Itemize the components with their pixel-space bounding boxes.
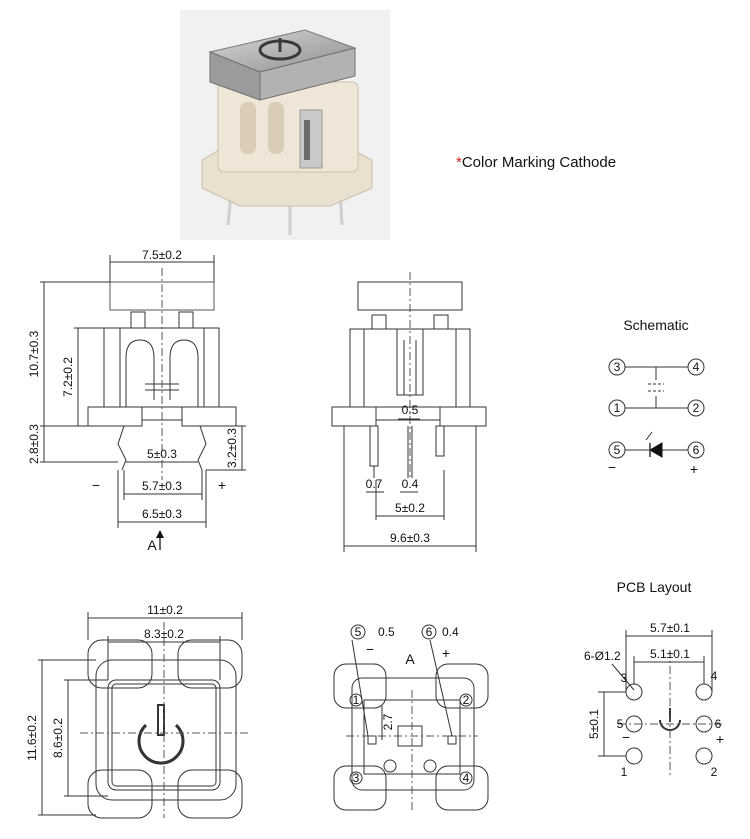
schematic-pin-1: 1 [614, 401, 621, 415]
side-depth-dim: 9.6±0.3 [390, 531, 430, 545]
front-pin-right-dim: 3.2±0.3 [225, 428, 239, 468]
schematic-title: Schematic [623, 317, 688, 333]
bottom-depth-dim: 2.7 [381, 713, 395, 730]
top-width-dim: 11±0.2 [147, 603, 183, 617]
front-body-height-dim: 7.2±0.2 [61, 357, 75, 397]
switch-photo-illustration [201, 29, 373, 235]
bottom-view [333, 639, 489, 812]
bottom-view-arrow-label: A [405, 651, 415, 667]
front-plus-sign: + [218, 477, 226, 493]
color-marking-caption: *Color Marking Cathode [456, 154, 616, 171]
pcb-plus-sign: + [716, 731, 724, 747]
pcb-pin-6: 6 [715, 717, 722, 731]
pcb-layout-title: PCB Layout [617, 579, 692, 595]
top-height-dim: 11.6±0.2 [25, 715, 39, 761]
bottom-pin-3: 3 [353, 771, 360, 785]
side-pin-a-dim: 0.7 [366, 477, 383, 491]
bottom-val-6: 0.4 [442, 625, 459, 639]
schematic-pin-5: 5 [614, 443, 621, 457]
front-pin-left-dim: 2.8±0.3 [27, 424, 41, 464]
schematic-minus-sign: − [608, 459, 616, 475]
top-view [38, 612, 250, 819]
pcb-holes-dim: 6-Ø1.2 [584, 649, 621, 663]
side-pitch-dim: 5±0.2 [395, 501, 425, 515]
bottom-pin-6-label: 6 [426, 625, 433, 639]
pcb-layout [598, 630, 722, 775]
schematic-plus-sign: + [690, 461, 698, 477]
front-pitch-inner-dim: 5±0.3 [147, 447, 177, 461]
pcb-pin-3: 3 [621, 671, 628, 685]
front-width-dim: 7.5±0.2 [142, 248, 182, 262]
caption-text: Color Marking Cathode [461, 154, 617, 171]
pcb-pin-1: 1 [621, 765, 628, 779]
product-photo [180, 10, 390, 240]
top-inner-width-dim: 8.3±0.2 [144, 627, 184, 641]
top-inner-height-dim: 8.6±0.2 [51, 718, 65, 758]
side-pin-b-dim: 0.4 [402, 477, 419, 491]
pcb-pin-5: 5 [617, 717, 624, 731]
schematic-pin-4: 4 [693, 360, 700, 374]
bottom-pin-1: 1 [353, 693, 360, 707]
caption-star: * [456, 154, 462, 171]
pcb-pin-2: 2 [711, 765, 718, 779]
side-gap-dim: 0.5 [402, 403, 419, 417]
schematic-pin-2: 2 [693, 401, 700, 415]
bottom-plus-sign: + [442, 645, 450, 661]
pcb-outer-pitch-dim: 5.7±0.1 [650, 621, 690, 635]
pcb-inner-pitch-dim: 5.1±0.1 [650, 647, 690, 661]
front-height-dim: 10.7±0.3 [27, 330, 41, 377]
bottom-pin-5-label: 5 [355, 625, 362, 639]
front-view-arrow-label: A [147, 537, 157, 553]
front-minus-sign: − [92, 477, 100, 493]
bottom-minus-sign: − [366, 641, 374, 657]
front-pitch-mid-dim: 5.7±0.3 [142, 479, 182, 493]
pcb-minus-sign: − [622, 729, 630, 745]
schematic-pin-3: 3 [614, 360, 621, 374]
schematic-pin-6: 6 [693, 443, 700, 457]
front-pitch-outer-dim: 6.5±0.3 [142, 507, 182, 521]
schematic [608, 358, 705, 459]
pcb-pin-4: 4 [711, 669, 718, 683]
front-view [40, 255, 246, 550]
bottom-pin-4: 4 [463, 771, 470, 785]
pcb-row-pitch-dim: 5±0.1 [587, 709, 601, 739]
side-view [331, 272, 487, 552]
bottom-val-5: 0.5 [378, 625, 395, 639]
bottom-pin-2: 2 [463, 693, 470, 707]
